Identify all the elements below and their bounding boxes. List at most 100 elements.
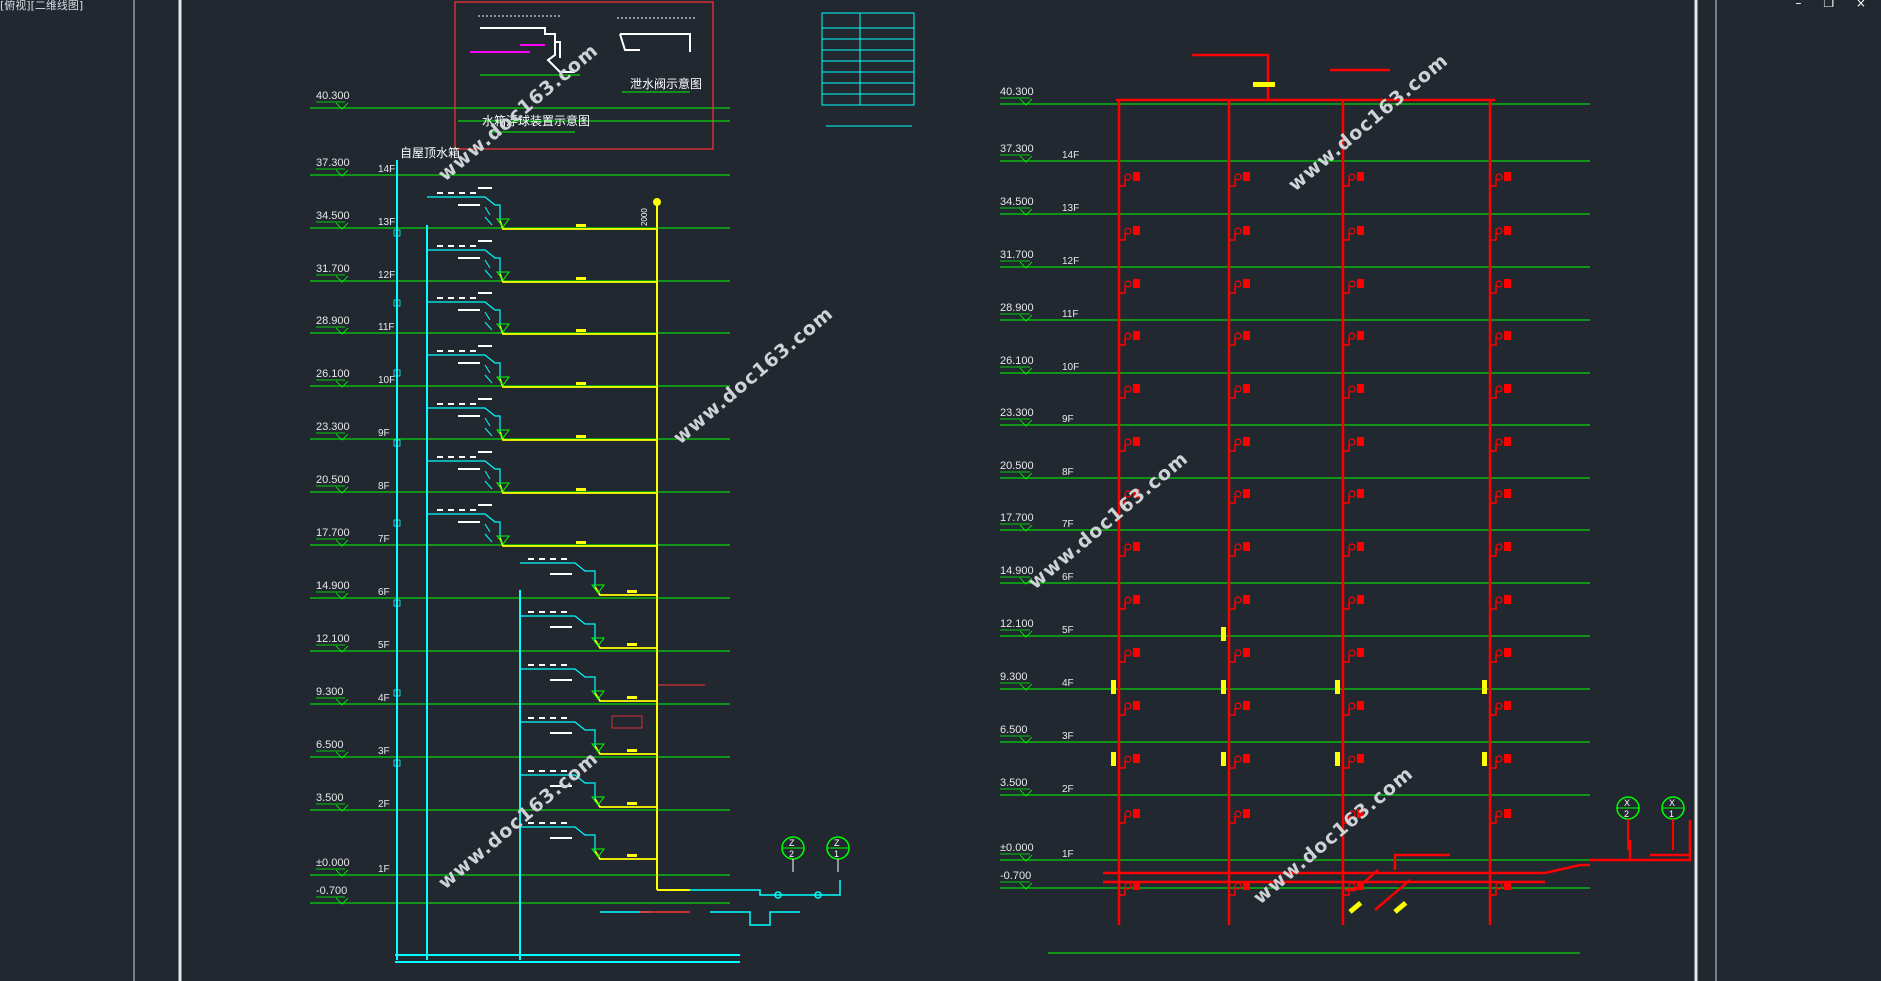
hydrant-icon [1348,882,1356,890]
elevation-label: 3.500 [1000,777,1028,789]
floor-label: 2F [378,799,390,810]
branch-pipe [427,354,501,379]
hydrant-branch [1343,391,1350,399]
hydrant-icon [1124,543,1132,551]
watermark: www.doc163.com [1284,49,1453,195]
hydrant-branch [1229,179,1236,187]
right-marker-x1-top: X [1669,798,1675,808]
floor-label: 8F [1062,467,1074,478]
branch-pipe [427,513,501,538]
pipe-tag [627,696,637,699]
pipe-tag [448,403,454,405]
elevation-label: 14.900 [1000,565,1034,577]
hydrant-icon [1348,385,1356,393]
valve-icon [591,848,605,858]
hydrant-box-icon [1504,384,1511,393]
hydrant-branch [1119,391,1126,399]
hydrant-box-icon [1243,542,1250,551]
floor-label: 3F [378,746,390,757]
left-riser-diagram: 40.30037.30014F34.50013F31.70012F28.9001… [310,1,915,963]
hydrant-branch [1119,179,1126,187]
watermark: www.doc163.com [1249,762,1418,908]
riser-mark [393,519,401,527]
hydrant-icon [1348,810,1356,818]
hydrant-icon [1124,280,1132,288]
elevation-label: -0.700 [316,885,347,897]
floor-label: 10F [378,375,395,386]
right-hydrant-symbols [1119,172,1511,896]
left-marker-z1-bottom: 1 [834,849,839,859]
right-yellow-tags [1111,82,1487,914]
hydrant-icon [1495,385,1503,393]
elevation-mark-icon [1019,683,1033,691]
elevation-mark-icon [1019,854,1033,862]
pipe-tag [478,292,492,294]
pipe-tag [458,362,480,364]
hydrant-box-icon [1133,384,1140,393]
pipe-tag [539,770,545,772]
hydrant-box-icon [1133,331,1140,340]
hydrant-icon [1124,438,1132,446]
hydrant-icon [1495,649,1503,657]
hydrant-box-icon [1243,279,1250,288]
left-marker-z1: Z 1 [826,836,850,872]
branch-fitting [484,364,493,384]
hydrant-branch [1490,602,1497,610]
hydrant-branch [1343,338,1350,346]
hydrant-branch [1229,816,1236,824]
left-yellow-riser [653,198,690,891]
hydrant-branch [1343,549,1350,557]
elevation-label: 34.500 [1000,196,1034,208]
elevation-label: 12.100 [1000,618,1034,630]
inset-label-drain-valve: 泄水阀示意图 [630,76,702,91]
branch-pipe [520,774,596,799]
valve-icon [496,376,510,386]
elevation-label: 28.900 [1000,302,1034,314]
pipe-tag [576,435,586,438]
floor-label: 11F [378,322,395,333]
hydrant-box-icon [1243,226,1250,235]
riser-mark [393,439,401,447]
watermark: www.doc163.com [434,39,603,185]
hydrant-branch [1343,708,1350,716]
hydrant-branch [1490,233,1497,241]
hydrant-box-icon [1243,754,1250,763]
hydrant-icon [1124,649,1132,657]
right-marker-x1-bottom: 1 [1669,809,1674,819]
pipe-tag [550,679,572,681]
pipe-tag [528,822,534,824]
pipe-tag [459,245,465,247]
elevation-label: 6.500 [316,739,344,751]
pipe-tag [437,403,443,405]
pipe-tag [627,590,637,593]
window-controls[interactable]: – ❐ × [1795,0,1875,10]
hydrant-branch [1490,179,1497,187]
pipe-tag [459,509,465,511]
hydrant-icon [1234,596,1242,604]
hydrant-box-icon [1133,595,1140,604]
hydrant-box-icon [1243,331,1250,340]
elevation-label: 3.500 [316,792,344,804]
hydrant-branch [1343,761,1350,769]
hydrant-box-icon [1133,489,1140,498]
elevation-mark-icon [335,102,349,110]
hydrant-branch [1229,708,1236,716]
hydrant-branch [1119,286,1126,294]
pipe-tag [470,350,476,352]
viewport-title[interactable]: [俯视][二维线图] [0,0,84,12]
pipe-tag [539,822,545,824]
pipe-tag [437,350,443,352]
elevation-mark-icon [335,592,349,600]
pipe-tag [550,822,556,824]
elevation-label: 9.300 [1000,671,1028,683]
hydrant-icon [1124,332,1132,340]
elevation-label: 31.700 [1000,249,1034,261]
hydrant-branch [1343,179,1350,187]
hydrant-icon [1495,755,1503,763]
hydrant-box-icon [1133,754,1140,763]
hydrant-icon [1348,649,1356,657]
hydrant-icon [1495,173,1503,181]
hydrant-branch [1229,761,1236,769]
hydrant-box-icon [1504,754,1511,763]
